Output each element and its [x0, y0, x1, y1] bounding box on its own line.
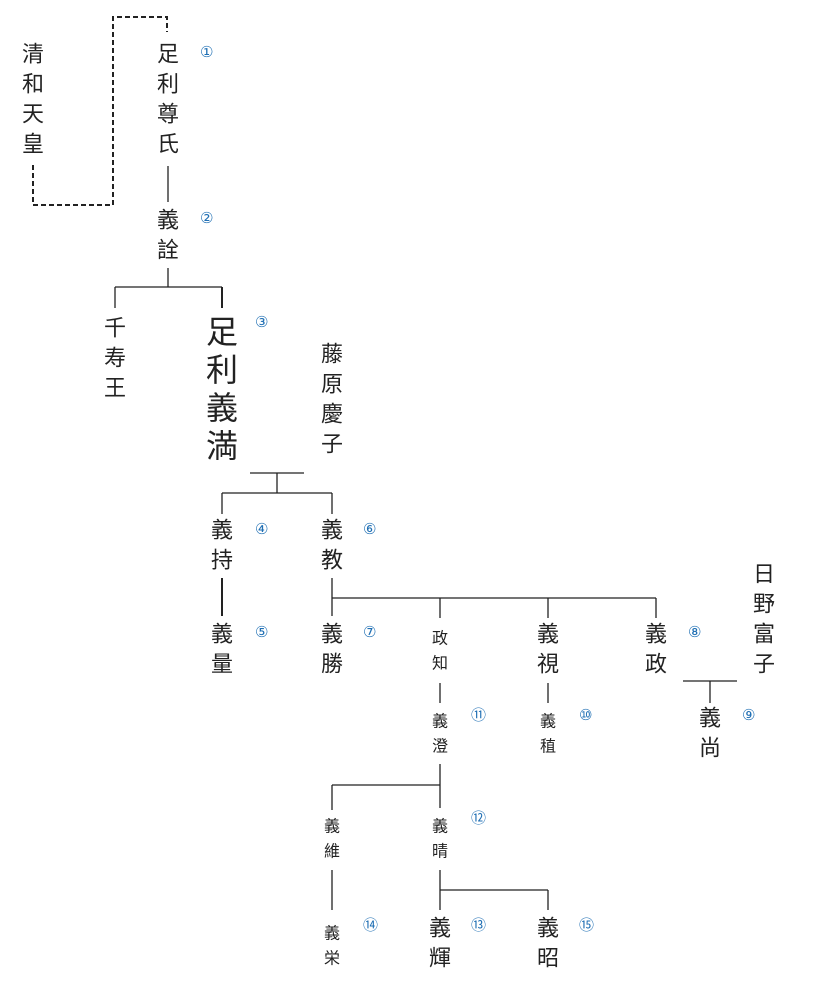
- ordinal-yoshimasa: ⑧: [688, 623, 701, 641]
- ordinal-yoshihisa: ⑨: [742, 706, 755, 724]
- ordinal-yoshinori: ⑥: [363, 520, 376, 538]
- person-yoshimi: 義視: [537, 623, 559, 678]
- person-yoshiaki: 義昭: [537, 917, 559, 972]
- person-yoshitane: 義稙: [540, 712, 556, 756]
- person-yoshinori: 義教: [321, 519, 343, 574]
- ordinal-yoshiakira: ②: [200, 209, 213, 227]
- ordinal-yoshiharu: ⑫: [471, 809, 486, 827]
- seiwa-link-dashed: [32, 16, 168, 206]
- person-senjuo: 千寿王: [104, 317, 126, 402]
- shogun-ordinals: ① ② ③ ④ ⑤ ⑥ ⑦ ⑧ ⑨ ⑩ ⑪ ⑫ ⑭ ⑬ ⑮: [200, 43, 755, 934]
- ordinal-yoshiaki: ⑮: [579, 916, 594, 934]
- person-yoshiakira: 義詮: [157, 209, 179, 264]
- person-names: 清和天皇 足利尊氏 義詮 千寿王 足利義満 藤原慶子 義持 義教 義量 義勝 政…: [22, 43, 775, 972]
- person-yoshimasa: 義政: [645, 623, 667, 678]
- person-yoshizumi: 義澄: [432, 712, 448, 756]
- person-yoshikatsu: 義勝: [321, 623, 343, 678]
- ordinal-yoshiteru: ⑬: [471, 916, 486, 934]
- ordinal-yoshitane: ⑩: [579, 706, 592, 724]
- person-takauji: 足利尊氏: [157, 43, 179, 158]
- person-yoshihide: 義栄: [324, 924, 340, 968]
- ordinal-yoshimochi: ④: [255, 520, 268, 538]
- person-hino-tomiko: 日野富子: [753, 563, 775, 678]
- tree-connectors: [32, 16, 737, 910]
- person-fujiwara-keishi: 藤原慶子: [321, 343, 343, 458]
- ordinal-yoshikazu: ⑤: [255, 623, 268, 641]
- person-yoshiteru: 義輝: [429, 917, 451, 972]
- person-masatomo: 政知: [432, 629, 448, 673]
- ordinal-yoshikatsu: ⑦: [363, 623, 376, 641]
- ordinal-takauji: ①: [200, 43, 213, 61]
- ordinal-yoshizumi: ⑪: [471, 706, 486, 724]
- person-yoshikazu: 義量: [211, 623, 233, 678]
- person-yoshimitsu: 足利義満: [206, 313, 238, 465]
- person-seiwa: 清和天皇: [22, 43, 44, 158]
- person-yoshitsuna: 義維: [324, 817, 340, 861]
- person-yoshihisa: 義尚: [699, 707, 721, 762]
- person-yoshiharu: 義晴: [432, 817, 448, 861]
- person-yoshimochi: 義持: [211, 519, 233, 574]
- ordinal-yoshihide: ⑭: [363, 916, 378, 934]
- ordinal-yoshimitsu: ③: [255, 313, 268, 331]
